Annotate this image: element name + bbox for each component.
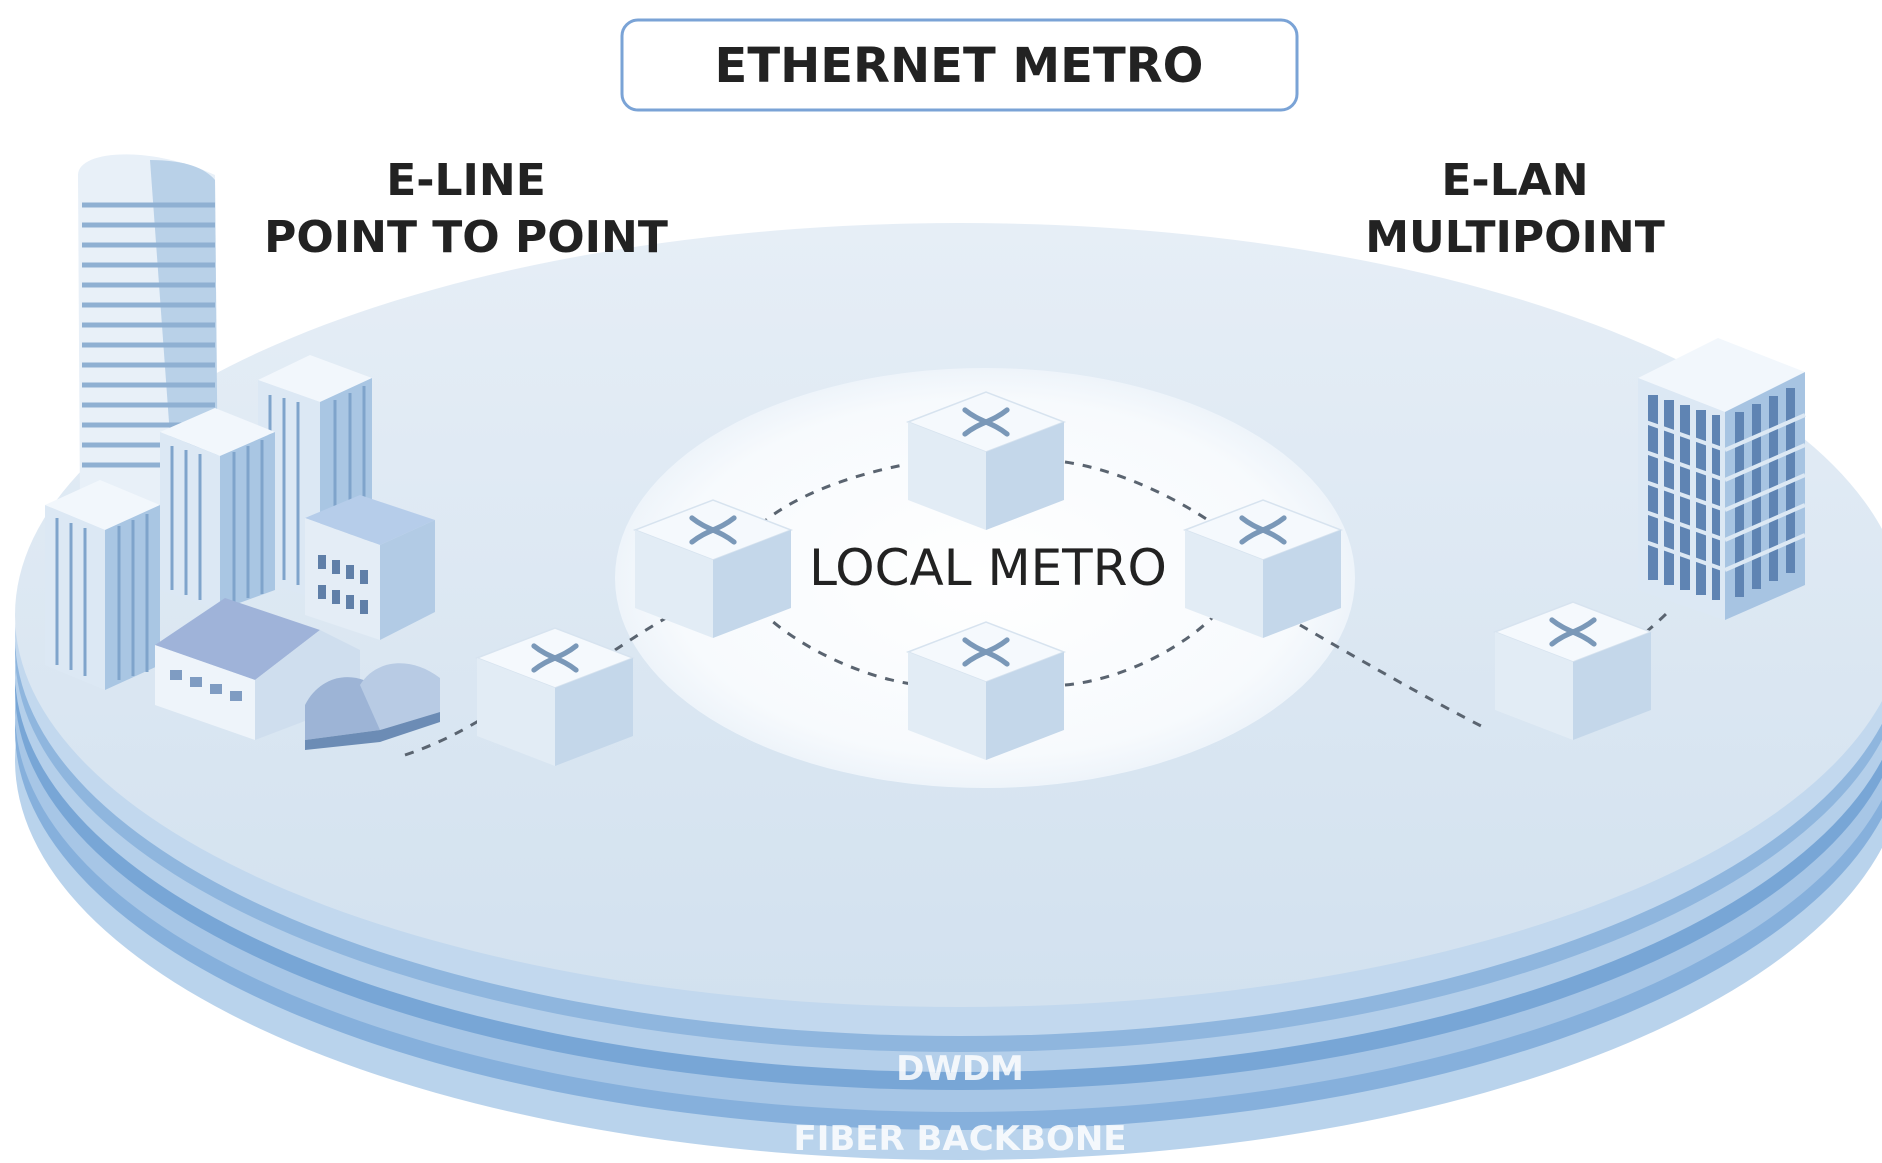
title-box: ETHERNET METRO — [620, 18, 1299, 112]
building-icon — [1638, 338, 1806, 620]
fiber-backbone-label: FIBER BACKBONE — [793, 1119, 1126, 1159]
eline-subtitle: POINT TO POINT — [264, 212, 668, 263]
elan-subtitle: MULTIPOINT — [1365, 212, 1665, 263]
link — [759, 460, 921, 527]
building-icon — [305, 495, 435, 640]
building-cluster-left — [45, 154, 440, 750]
building-icon — [155, 598, 360, 740]
link — [404, 703, 506, 757]
link — [758, 608, 921, 687]
building-icon — [45, 480, 160, 690]
dwdm-label: DWDM — [896, 1049, 1024, 1089]
building-icon — [160, 408, 275, 610]
local-metro-area — [615, 368, 1355, 788]
elan-title: E-LAN — [1441, 155, 1588, 206]
link — [1064, 613, 1217, 687]
eline-title: E-LINE — [386, 155, 546, 206]
link — [1064, 460, 1216, 527]
link — [1299, 623, 1486, 730]
local-metro-label: LOCAL METRO — [809, 539, 1167, 597]
page-title: ETHERNET METRO — [715, 38, 1204, 94]
building-icon — [305, 663, 440, 750]
building-icon — [78, 154, 218, 510]
